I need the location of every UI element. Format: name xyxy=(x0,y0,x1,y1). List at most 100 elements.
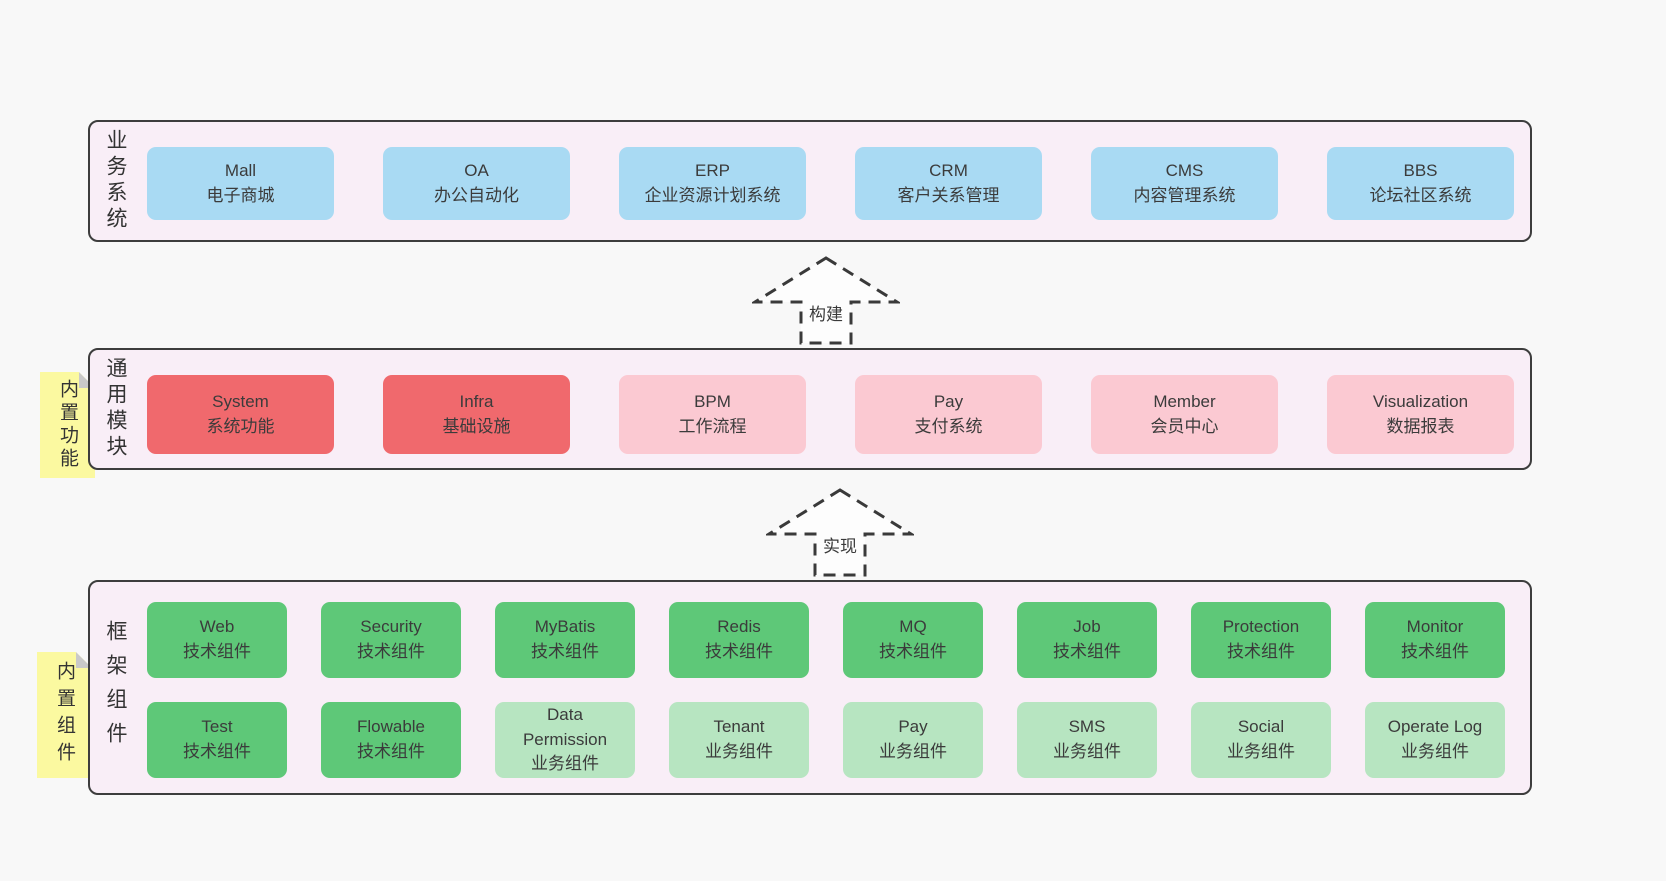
box-title: System xyxy=(212,391,269,411)
box-title: BPM xyxy=(694,391,731,411)
box-mall: Mall 电子商城 xyxy=(147,147,334,220)
layer-label: 通用模块 xyxy=(104,357,127,461)
box-flowable: Flowable 技术组件 xyxy=(321,702,461,778)
box-operate-log: Operate Log 业务组件 xyxy=(1365,702,1505,778)
box-subtitle: 技术组件 xyxy=(357,642,425,661)
box-subtitle: 办公自动化 xyxy=(434,185,519,205)
box-job: Job 技术组件 xyxy=(1017,602,1157,678)
box-test: Test 技术组件 xyxy=(147,702,287,778)
box-subtitle: 技术组件 xyxy=(183,642,251,661)
box-subtitle: 技术组件 xyxy=(879,642,947,661)
arrow-implement: 实现 xyxy=(766,488,914,578)
arrow-build-label: 构建 xyxy=(806,300,846,325)
box-title: Operate Log xyxy=(1387,717,1483,737)
arrow-implement-label: 实现 xyxy=(820,532,860,557)
box-subtitle: 业务组件 xyxy=(531,754,599,774)
box-title: Monitor xyxy=(1406,617,1464,637)
box-monitor: Monitor 技术组件 xyxy=(1365,602,1505,678)
box-subtitle: 会员中心 xyxy=(1150,416,1219,436)
box-infra: Infra 基础设施 xyxy=(383,375,570,454)
box-title: ERP xyxy=(695,160,730,180)
box-title: Web xyxy=(199,617,235,637)
box-subtitle: 系统功能 xyxy=(206,416,275,436)
box-subtitle: 客户关系管理 xyxy=(897,185,1000,205)
box-title: Mall xyxy=(224,160,257,180)
box-title: SMS xyxy=(1068,717,1106,737)
box-subtitle: 电子商城 xyxy=(206,185,275,205)
box-security: Security 技术组件 xyxy=(321,602,461,678)
box-subtitle: 业务组件 xyxy=(1227,742,1295,761)
box-subtitle: 业务组件 xyxy=(1053,742,1121,761)
box-title: Member xyxy=(1153,391,1216,411)
layer-label: 业务系统 xyxy=(104,129,127,233)
box-title: Tenant xyxy=(713,717,765,737)
box-subtitle: 业务组件 xyxy=(1401,742,1469,761)
box-subtitle: 业务组件 xyxy=(879,742,947,761)
box-subtitle: 技术组件 xyxy=(705,642,773,661)
box-title: Security xyxy=(360,617,422,637)
box-title: Data Permission xyxy=(522,705,608,749)
box-subtitle: 业务组件 xyxy=(705,742,773,761)
box-web: Web 技术组件 xyxy=(147,602,287,678)
box-title: CRM xyxy=(929,160,968,180)
layer-common-modules: 通用模块 System 系统功能 Infra 基础设施 BPM 工作流程 Pay 支付系统 Me… xyxy=(88,348,1532,470)
box-title: Infra xyxy=(459,391,494,411)
box-pay: Pay 业务组件 xyxy=(843,702,983,778)
box-title: MyBatis xyxy=(534,617,596,637)
box-system: System 系统功能 xyxy=(147,375,334,454)
box-title: Test xyxy=(201,717,233,737)
layer-label: 框架组件 xyxy=(104,619,127,756)
box-subtitle: 企业资源计划系统 xyxy=(644,185,781,205)
box-title: Pay xyxy=(898,717,928,737)
box-member: Member 会员中心 xyxy=(1091,375,1278,454)
box-protection: Protection 技术组件 xyxy=(1191,602,1331,678)
box-data-permission: Data Permission 业务组件 xyxy=(495,702,635,778)
box-subtitle: 技术组件 xyxy=(1401,642,1469,661)
box-cms: CMS 内容管理系统 xyxy=(1091,147,1278,220)
box-mybatis: MyBatis 技术组件 xyxy=(495,602,635,678)
box-row: System 系统功能 Infra 基础设施 BPM 工作流程 Pay 支付系统 Member 会… xyxy=(147,375,1514,454)
box-title: Pay xyxy=(933,391,964,411)
box-subtitle: 论坛社区系统 xyxy=(1369,185,1472,205)
box-subtitle: 技术组件 xyxy=(357,742,425,761)
box-sms: SMS 业务组件 xyxy=(1017,702,1157,778)
sticky-note-builtin-components: 内置组件 xyxy=(37,652,92,778)
box-title: Social xyxy=(1237,717,1285,737)
box-pay: Pay 支付系统 xyxy=(855,375,1042,454)
arrow-build: 构建 xyxy=(752,256,900,346)
box-title: OA xyxy=(464,160,489,180)
box-title: Protection xyxy=(1222,617,1300,637)
box-title: Visualization xyxy=(1372,391,1469,411)
box-subtitle: 工作流程 xyxy=(678,416,747,436)
box-title: Flowable xyxy=(356,717,426,737)
box-visualization: Visualization 数据报表 xyxy=(1327,375,1514,454)
layer-business-systems: 业务系统 Mall 电子商城 OA 办公自动化 ERP 企业资源计划系统 CRM 客户关系管理… xyxy=(88,120,1532,242)
box-subtitle: 技术组件 xyxy=(531,642,599,661)
box-title: Redis xyxy=(717,617,761,637)
box-redis: Redis 技术组件 xyxy=(669,602,809,678)
box-bpm: BPM 工作流程 xyxy=(619,375,806,454)
box-title: CMS xyxy=(1165,160,1204,180)
box-oa: OA 办公自动化 xyxy=(383,147,570,220)
box-subtitle: 基础设施 xyxy=(442,416,511,436)
box-subtitle: 数据报表 xyxy=(1386,416,1455,436)
box-erp: ERP 企业资源计划系统 xyxy=(619,147,806,220)
box-crm: CRM 客户关系管理 xyxy=(855,147,1042,220)
box-tenant: Tenant 业务组件 xyxy=(669,702,809,778)
box-social: Social 业务组件 xyxy=(1191,702,1331,778)
box-title: MQ xyxy=(899,617,927,637)
box-subtitle: 内容管理系统 xyxy=(1133,185,1236,205)
box-title: Job xyxy=(1073,617,1101,637)
sticky-note-builtin-features: 内置功能 xyxy=(40,372,95,478)
box-subtitle: 技术组件 xyxy=(1227,642,1295,661)
box-subtitle: 支付系统 xyxy=(914,416,983,436)
box-subtitle: 技术组件 xyxy=(1053,642,1121,661)
sticky-note-label: 内置组件 xyxy=(54,661,75,769)
box-subtitle: 技术组件 xyxy=(183,742,251,761)
box-row: Mall 电子商城 OA 办公自动化 ERP 企业资源计划系统 CRM 客户关系管理 CMS 内容… xyxy=(147,147,1514,220)
